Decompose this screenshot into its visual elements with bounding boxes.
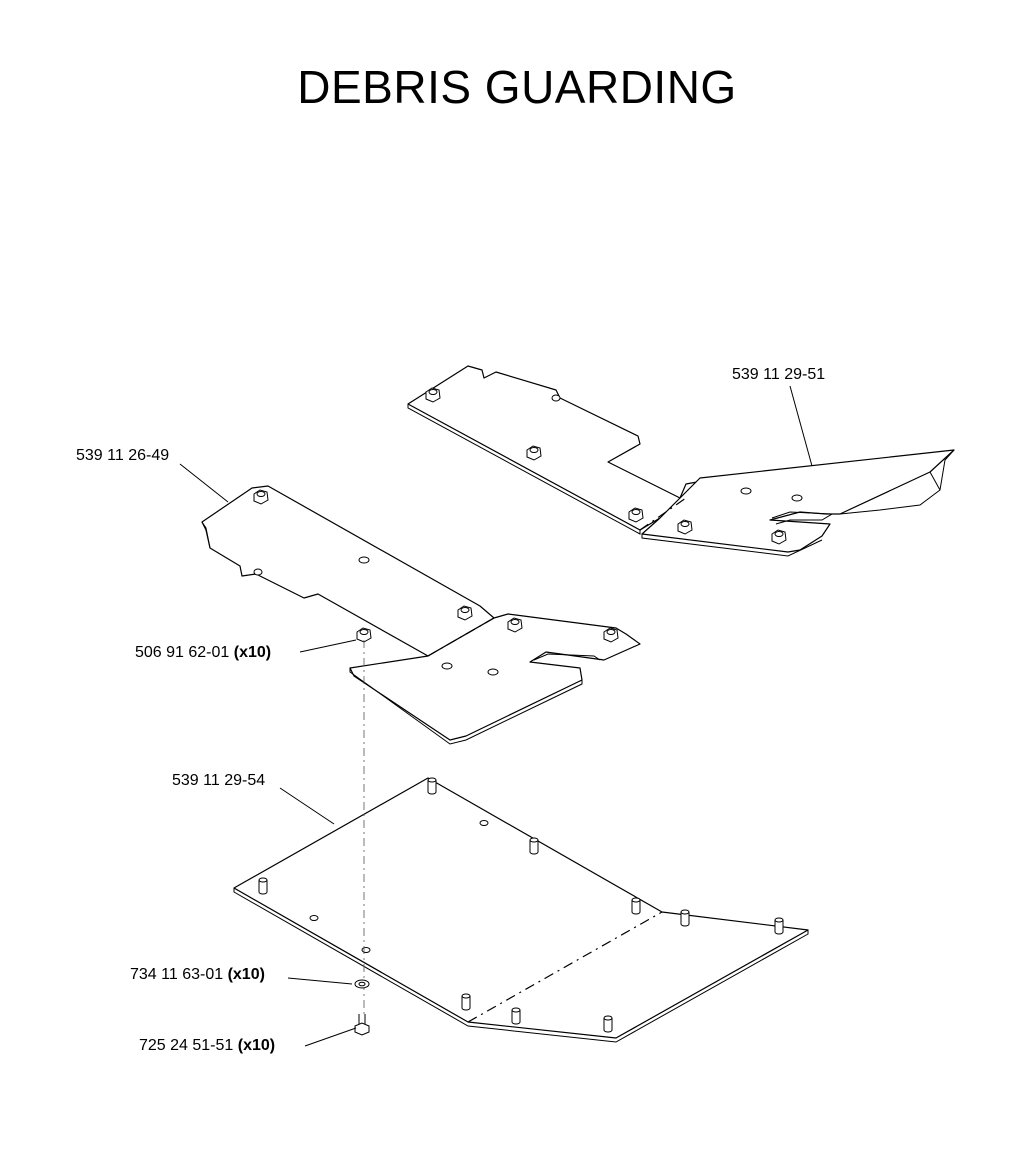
leader-506-91-62-01 bbox=[299, 639, 357, 653]
part-quantity: (x10) bbox=[233, 644, 272, 661]
stud-set bbox=[258, 777, 784, 1033]
leader-725-24-51-51 bbox=[304, 1027, 357, 1047]
part-number: 506 91 62-01 bbox=[135, 644, 230, 661]
part-number: 539 11 29-51 bbox=[732, 366, 826, 383]
part-number: 725 24 51-51 bbox=[139, 1037, 234, 1054]
leader-734-11-63-01 bbox=[287, 977, 353, 985]
part-number: 539 11 29-54 bbox=[172, 772, 266, 789]
leader-539-11-26-49 bbox=[179, 463, 229, 503]
callout-539-11-29-54: 539 11 29-54 bbox=[172, 772, 265, 790]
part-quantity: (x10) bbox=[237, 1037, 276, 1054]
bottom-plate bbox=[233, 777, 809, 1043]
callout-539-11-29-51: 539 11 29-51 bbox=[732, 366, 825, 384]
callout-734-11-63-01: 734 11 63-01 (x10) bbox=[130, 966, 265, 984]
leader-539-11-29-51 bbox=[789, 385, 813, 467]
guard-middle bbox=[201, 485, 641, 745]
guard-upper-right bbox=[407, 365, 955, 557]
page-title: DEBRIS GUARDING bbox=[297, 61, 737, 113]
part-number: 734 11 63-01 bbox=[130, 966, 224, 983]
part-quantity: (x10) bbox=[227, 966, 265, 983]
leader-539-11-29-54 bbox=[279, 787, 335, 825]
callout-725-24-51-51: 725 24 51-51 (x10) bbox=[139, 1037, 275, 1055]
bolt bbox=[354, 1014, 370, 1036]
part-number: 539 11 26-49 bbox=[76, 447, 170, 464]
washer bbox=[354, 979, 370, 989]
callout-539-11-26-49: 539 11 26-49 bbox=[76, 447, 169, 465]
callout-506-91-62-01: 506 91 62-01 (x10) bbox=[135, 644, 271, 662]
